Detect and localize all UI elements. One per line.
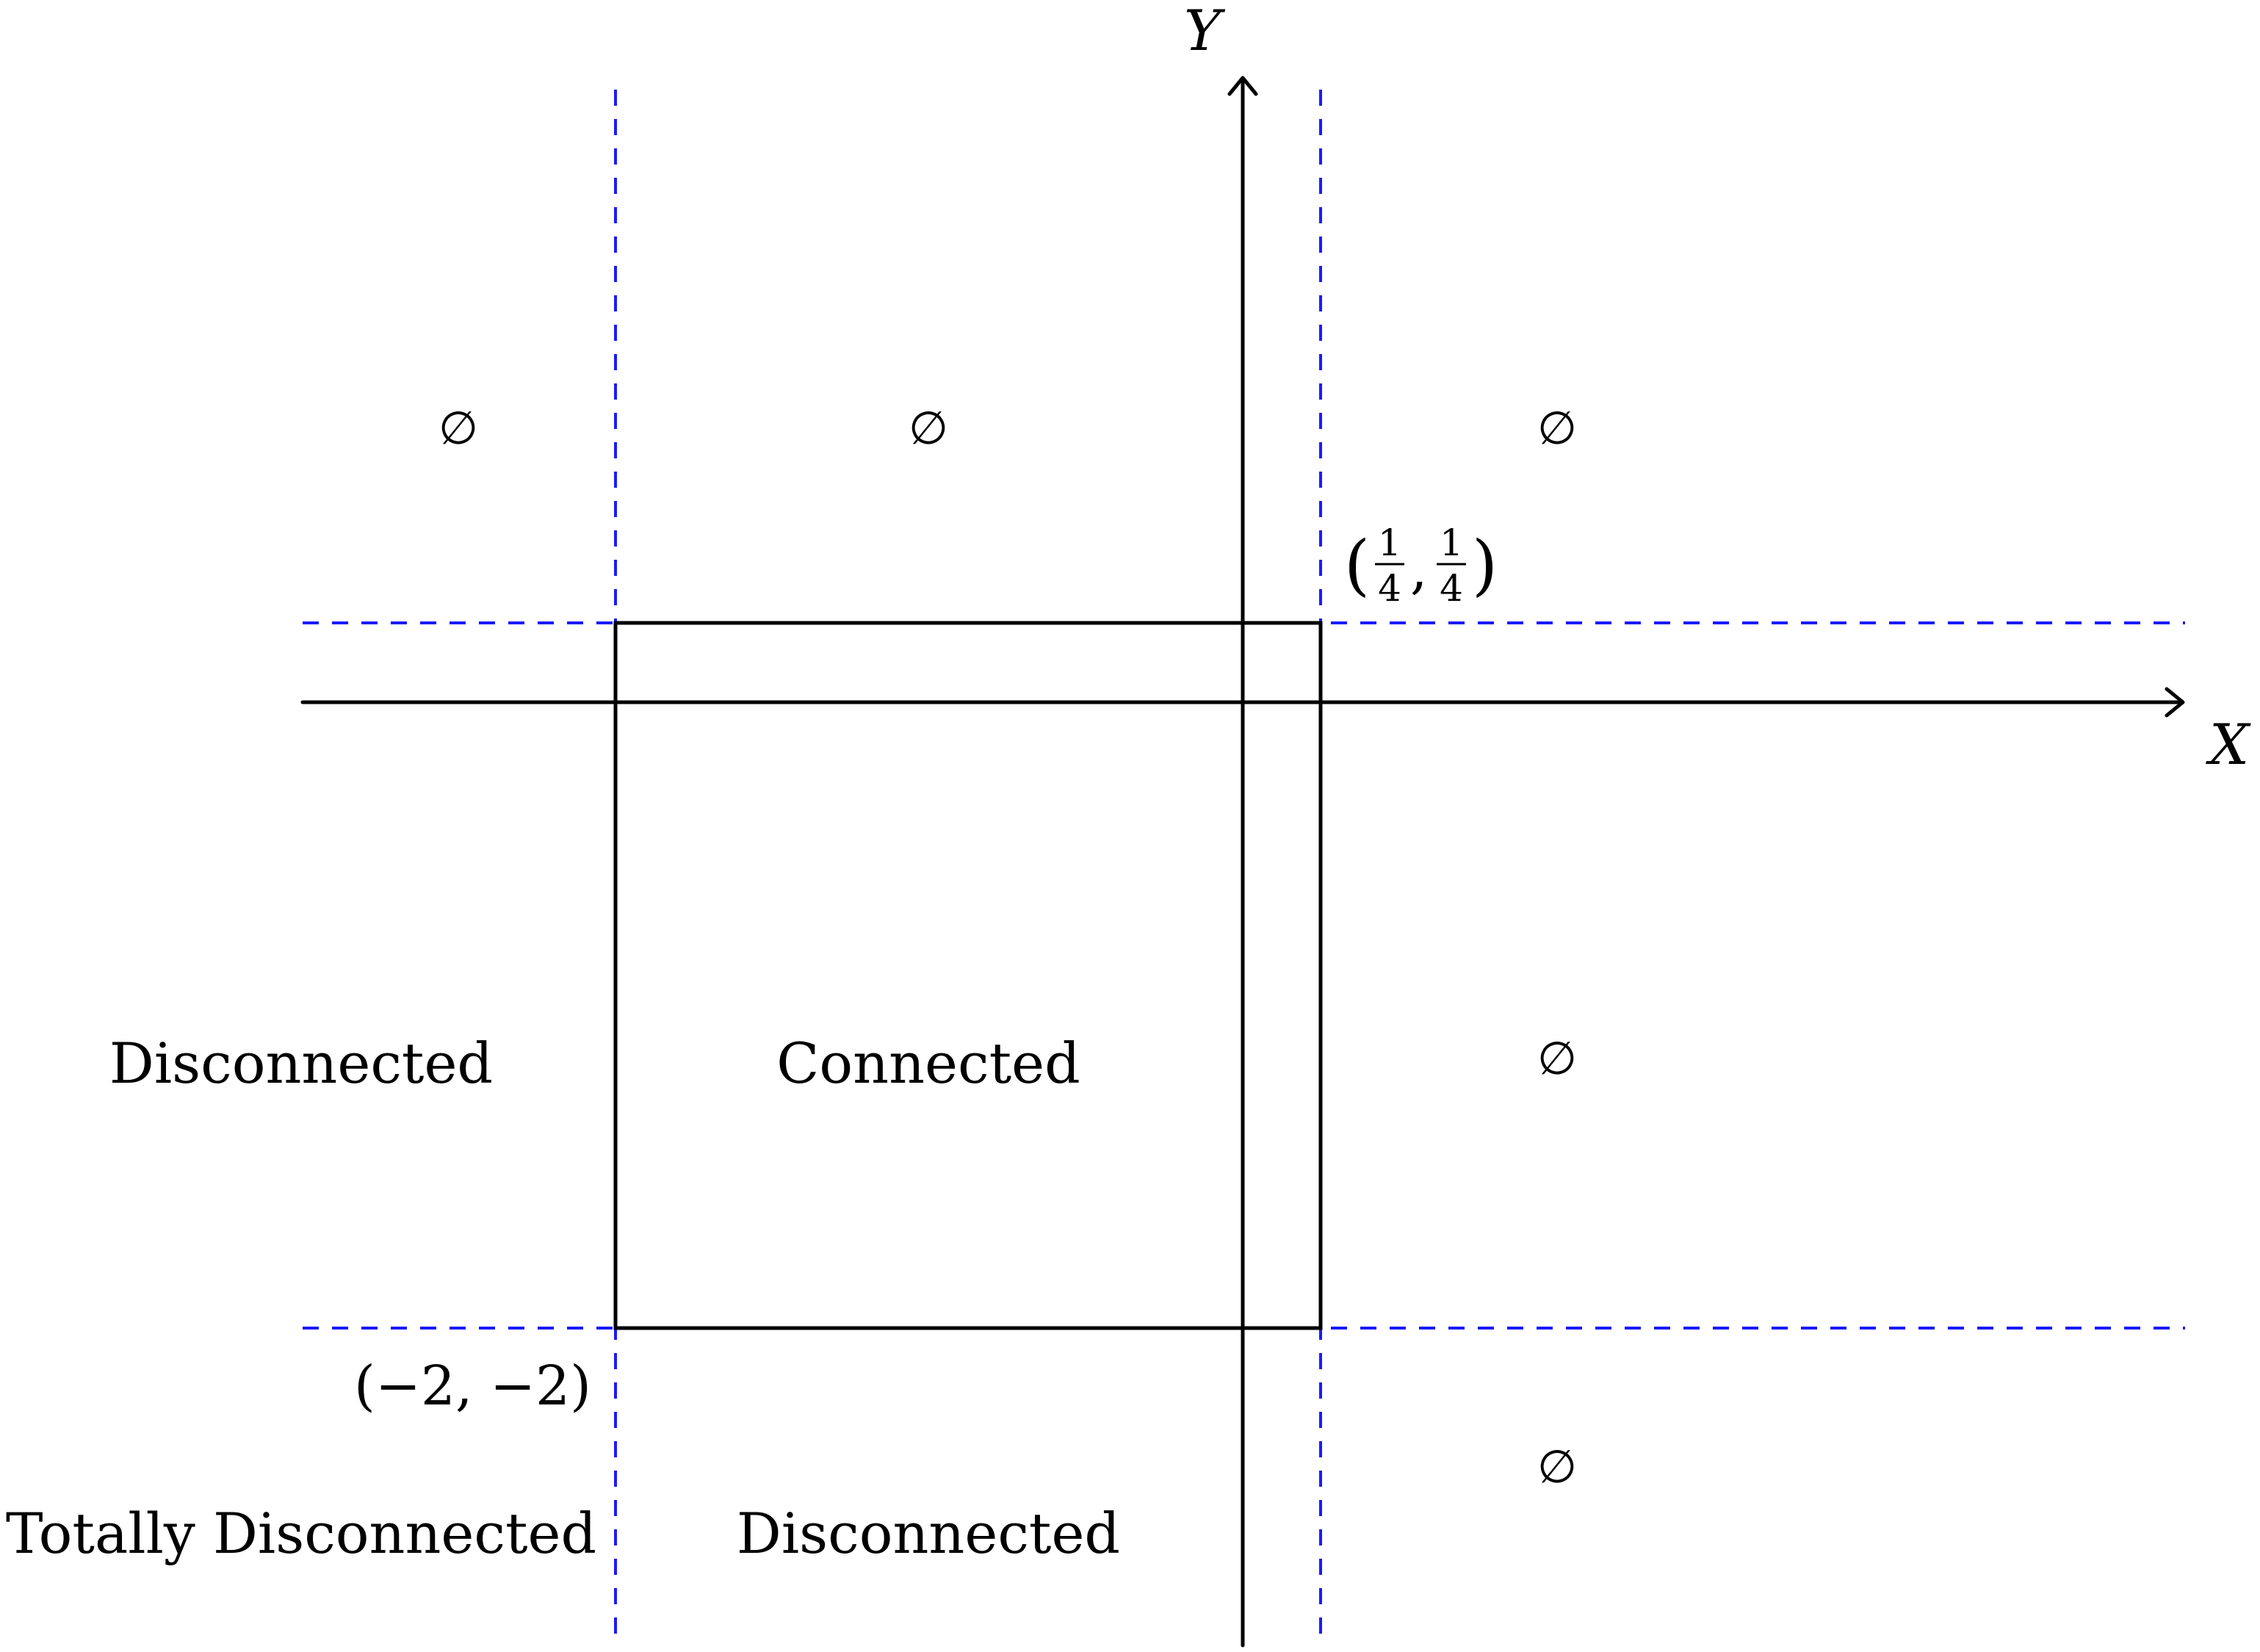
- empty-set-bottom-right: ∅: [1537, 1440, 1577, 1493]
- point-close-paren: ): [1472, 527, 1498, 604]
- x-axis-label: X: [2206, 712, 2251, 777]
- connected-square: [613, 621, 1323, 1330]
- point-label-top-right: ( 1 4 , 1 4 ): [1344, 522, 1498, 610]
- point-label-bottom-left: (−2, −2): [354, 1355, 591, 1418]
- empty-set-middle-right: ∅: [1537, 1031, 1577, 1085]
- point-den2: 4: [1440, 567, 1463, 610]
- label-middle-left: Disconnected: [109, 1031, 493, 1096]
- point-den1: 4: [1378, 567, 1401, 610]
- label-bottom-left: Totally Disconnected: [6, 1501, 596, 1566]
- label-center: Connected: [776, 1031, 1080, 1096]
- y-axis-label: Y: [1184, 0, 1226, 63]
- label-bottom-middle: Disconnected: [737, 1501, 1120, 1566]
- point-open-paren: (: [1344, 527, 1370, 604]
- point-num2: 1: [1440, 522, 1463, 564]
- x-axis-arrowhead: [2165, 687, 2185, 718]
- axes: [300, 76, 2185, 1648]
- point-num1: 1: [1378, 522, 1401, 564]
- point-sep: ,: [1410, 538, 1428, 601]
- empty-set-top-right: ∅: [1537, 401, 1577, 455]
- y-axis-arrowhead: [1227, 76, 1258, 96]
- empty-set-top-left: ∅: [438, 401, 478, 455]
- empty-set-top-middle: ∅: [909, 401, 948, 455]
